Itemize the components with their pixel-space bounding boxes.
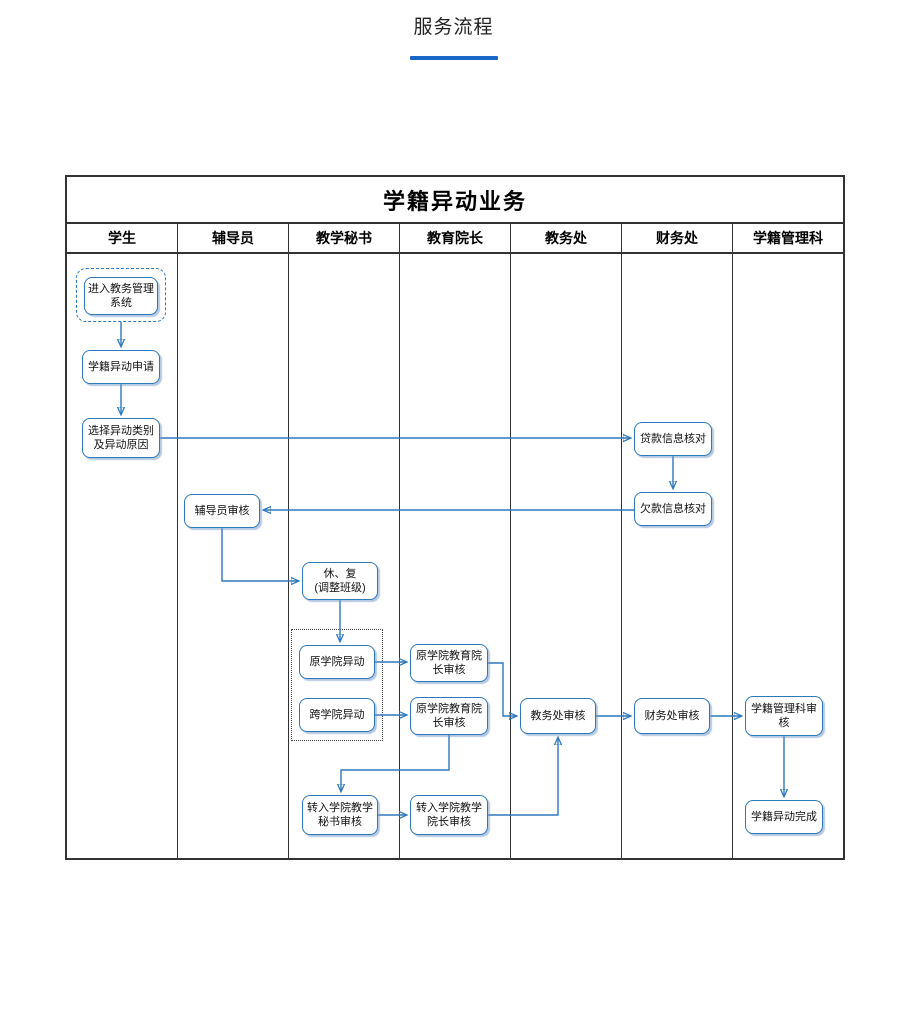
lane-header-teaching-secretary: 教学秘书 [289,224,400,252]
node-debt-check: 欠款信息核对 [634,492,712,526]
node-loan-check: 贷款信息核对 [634,422,712,456]
start-dashed-frame [76,268,166,322]
node-complete: 学籍异动完成 [745,800,823,834]
lane-header-counselor: 辅导员 [178,224,289,252]
swimlane-table: 学籍异动业务 学生 辅导员 教学秘书 教育院长 教务处 财务处 学籍管理科 [65,175,845,860]
node-orig-dean-review-1: 原学院教育院 长审核 [410,644,488,682]
lane-header-finance-office: 财务处 [622,224,733,252]
node-finance-review: 财务处审核 [634,698,710,734]
lane-col-registrar [733,254,843,858]
node-target-secretary-review: 转入学院教学 秘书审核 [302,795,378,835]
node-apply: 学籍异动申请 [82,350,160,384]
lane-col-teaching-secretary [289,254,400,858]
title-underline [410,56,498,60]
node-cross-college-change: 跨学院异动 [299,698,375,732]
node-enter-system: 进入教务管理 系统 [84,277,158,315]
lane-col-finance-office [622,254,733,858]
lane-header-row: 学生 辅导员 教学秘书 教育院长 教务处 财务处 学籍管理科 [67,224,843,254]
diagram-title: 学籍异动业务 [67,177,843,224]
lane-col-student [67,254,178,858]
change-type-dotted-group [291,629,383,741]
lane-header-education-dean: 教育院长 [400,224,511,252]
lane-col-education-dean [400,254,511,858]
lane-col-counselor [178,254,289,858]
lane-header-academic-office: 教务处 [511,224,622,252]
lane-header-student: 学生 [67,224,178,252]
node-counselor-review: 辅导员审核 [184,494,260,528]
node-suspend-resume: 休、复 (调整班级) [302,562,378,600]
lane-header-registrar: 学籍管理科 [753,230,823,246]
node-select-type: 选择异动类别 及异动原因 [82,418,160,458]
node-academic-office-review: 教务处审核 [520,698,596,734]
node-orig-dean-review-2: 原学院教育院 长审核 [410,697,488,735]
lane-col-academic-office [511,254,622,858]
node-target-dean-review: 转入学院教学 院长审核 [410,795,488,835]
lane-body [67,254,843,858]
page-title: 服务流程 [413,17,494,38]
node-registrar-review: 学籍管理科审 核 [745,696,823,736]
node-same-college-change: 原学院异动 [299,645,375,679]
